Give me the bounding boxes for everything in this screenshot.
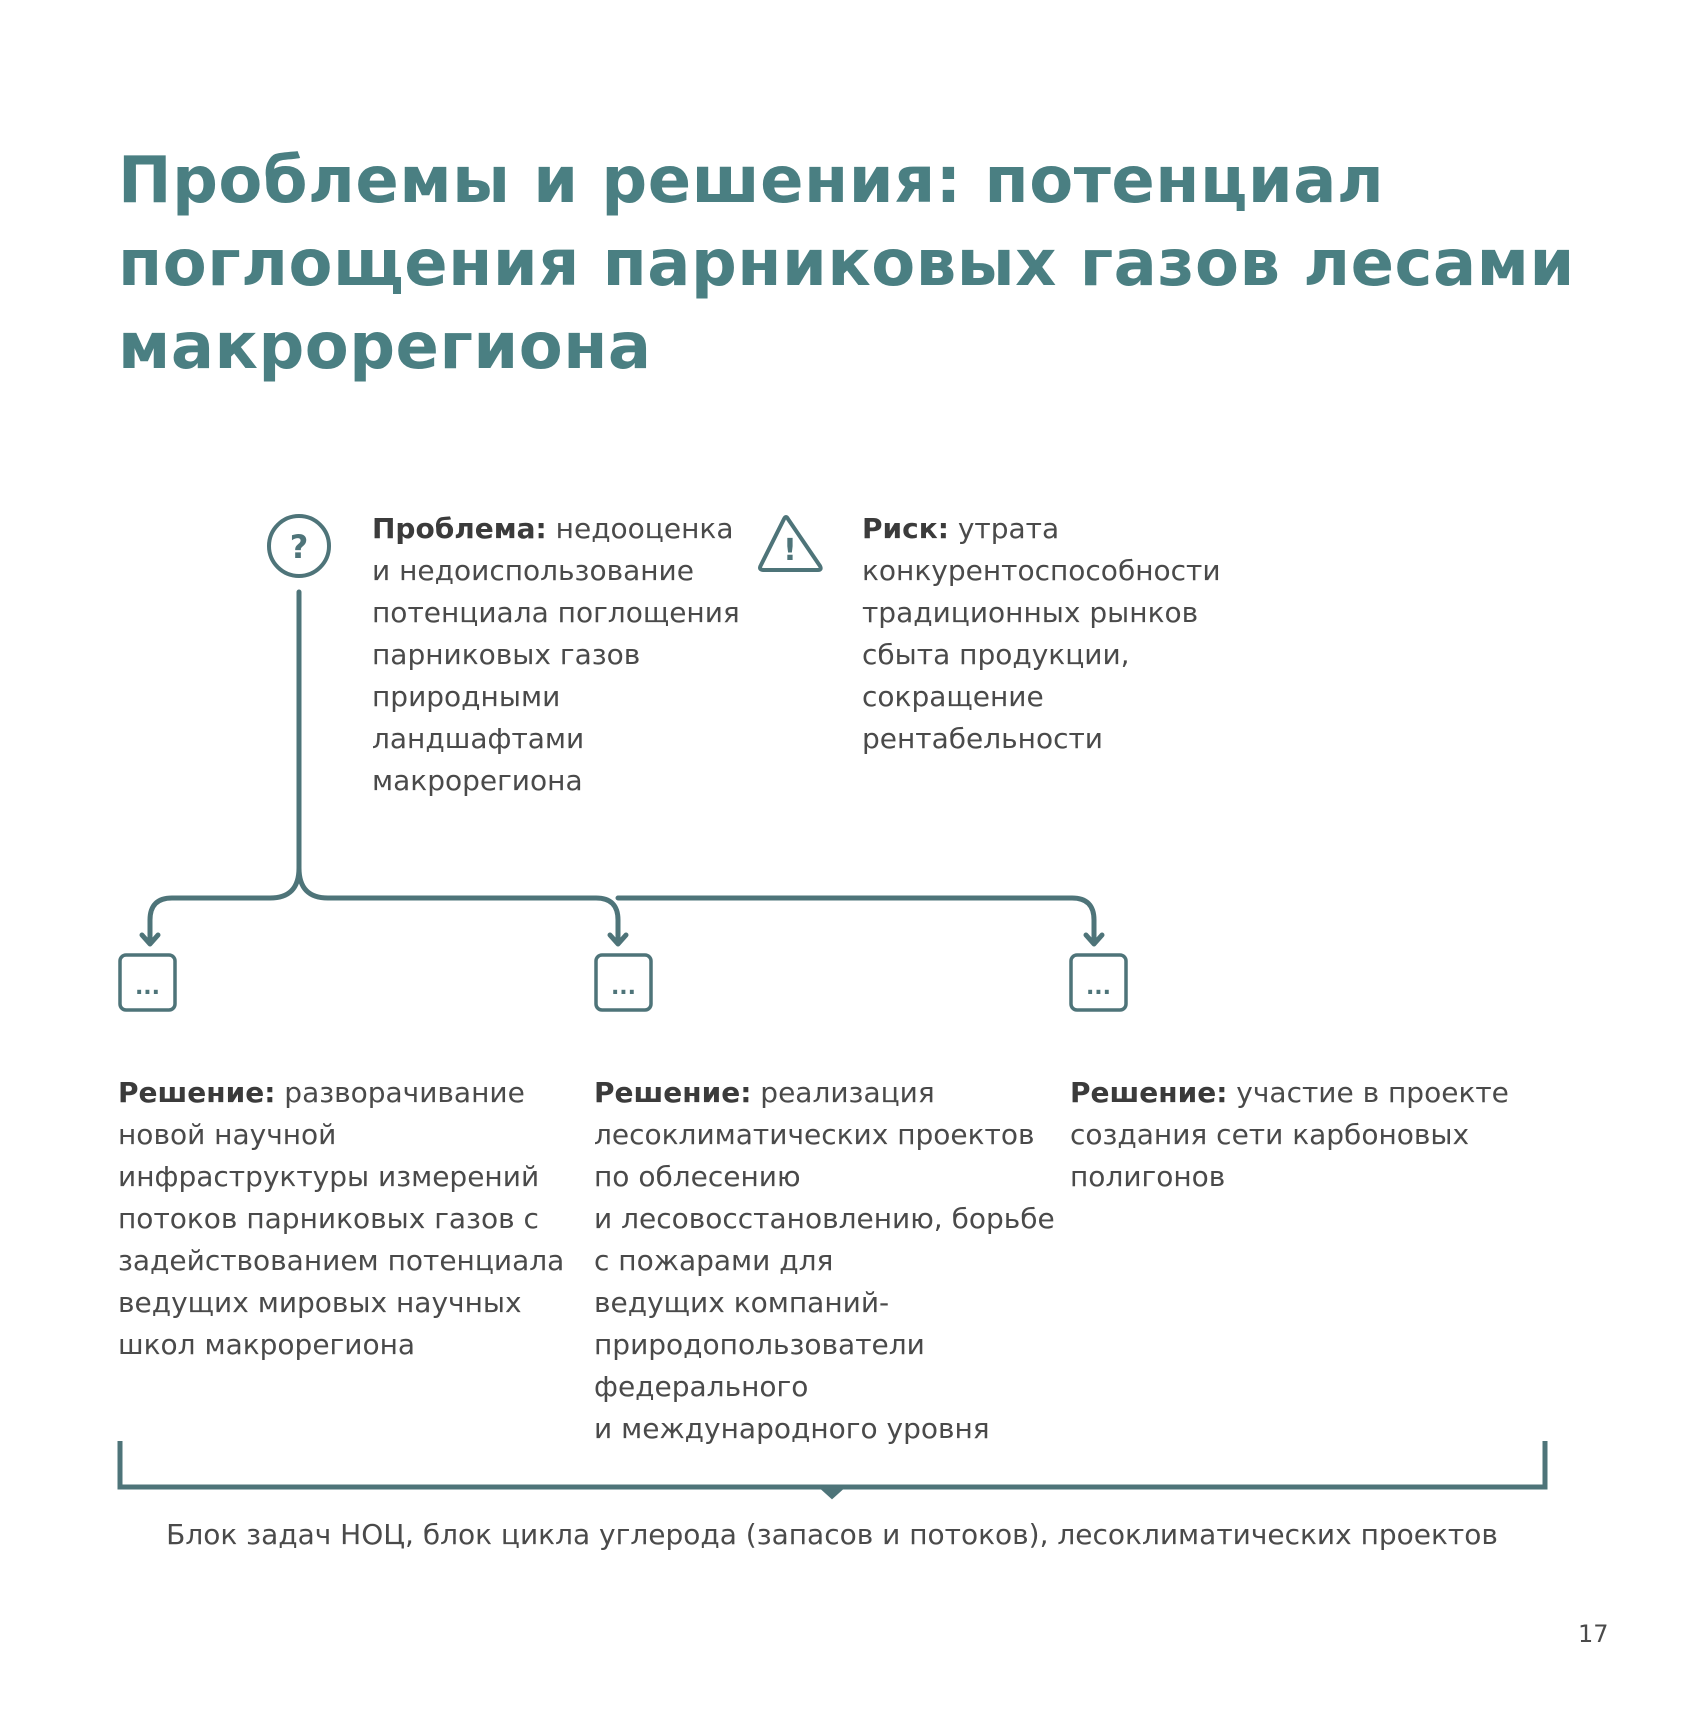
problem-line: природными (372, 680, 561, 713)
warning-icon: ! (758, 515, 823, 572)
ellipsis-icon: ... (1069, 953, 1128, 1012)
solution-text-3: Решение: участие в проекте создания сети… (1070, 1072, 1509, 1198)
question-icon: ? (267, 514, 331, 578)
problem-line: ландшафтами (372, 722, 585, 755)
risk-line: сокращение (862, 680, 1044, 713)
title-line: Проблемы и решения: потенциал (118, 144, 1385, 218)
risk-line: традиционных рынков (862, 596, 1199, 629)
problem-line: парниковых газов (372, 638, 641, 671)
solution-line: природопользователи (594, 1328, 925, 1361)
ellipsis-icon: ... (594, 953, 653, 1012)
page-title: Проблемы и решения: потенциал поглощения… (118, 140, 1618, 389)
solution-label: Решение: (118, 1076, 276, 1109)
question-glyph: ? (290, 528, 309, 566)
branch-connector (139, 589, 1105, 947)
solution-label: Решение: (1070, 1076, 1228, 1109)
risk-line: утрата (957, 512, 1060, 545)
risk-line: рентабельности (862, 722, 1104, 755)
risk-line: конкурентоспособности (862, 554, 1221, 587)
page-number: 17 (1578, 1620, 1609, 1648)
solution-text-1: Решение: разворачивание новой научной ин… (118, 1072, 564, 1366)
solution-line: школ макрорегиона (118, 1328, 416, 1361)
solution-line: с пожарами для (594, 1244, 834, 1277)
problem-line: недооценка (555, 512, 734, 545)
title-line: поглощения парниковых газов лесами (118, 227, 1575, 301)
solution-line: участие в проекте (1236, 1076, 1509, 1109)
solution-line: и лесовосстановлению, борьбе (594, 1202, 1055, 1235)
solution-line: инфраструктуры измерений (118, 1160, 540, 1193)
problem-text: Проблема: недооценка и недоиспользование… (372, 508, 740, 802)
footer-caption: Блок задач НОЦ, блок цикла углерода (зап… (166, 1518, 1498, 1551)
solution-line: создания сети карбоновых (1070, 1118, 1470, 1151)
problem-line: и недоиспользование (372, 554, 694, 587)
solution-line: разворачивание (284, 1076, 525, 1109)
solution-line: полигонов (1070, 1160, 1226, 1193)
problem-line: потенциала поглощения (372, 596, 740, 629)
solution-line: ведущих мировых научных (118, 1286, 522, 1319)
solution-text-2: Решение: реализация лесоклиматических пр… (594, 1072, 1055, 1450)
bottom-bracket (117, 1441, 1548, 1500)
solution-line: ведущих компаний- (594, 1286, 890, 1319)
solution-line: лесоклиматических проектов (594, 1118, 1035, 1151)
ellipsis-glyph: ... (611, 975, 636, 1000)
ellipsis-glyph: ... (135, 975, 160, 1000)
ellipsis-icon: ... (118, 953, 177, 1012)
problem-line: макрорегиона (372, 764, 583, 797)
solution-line: потоков парниковых газов с (118, 1202, 539, 1235)
solution-label: Решение: (594, 1076, 752, 1109)
risk-line: сбыта продукции, (862, 638, 1130, 671)
risk-text: Риск: утрата конкурентоспособности тради… (862, 508, 1221, 760)
title-line: макрорегиона (118, 310, 652, 384)
risk-label: Риск: (862, 512, 949, 545)
ellipsis-glyph: ... (1086, 975, 1111, 1000)
solution-line: задействованием потенциала (118, 1244, 565, 1277)
solution-line: реализация (760, 1076, 935, 1109)
warning-glyph: ! (783, 533, 797, 568)
problem-label: Проблема: (372, 512, 547, 545)
solution-line: по облесению (594, 1160, 801, 1193)
solution-line: новой научной (118, 1118, 337, 1151)
solution-line: и международного уровня (594, 1412, 990, 1445)
solution-line: федерального (594, 1370, 809, 1403)
